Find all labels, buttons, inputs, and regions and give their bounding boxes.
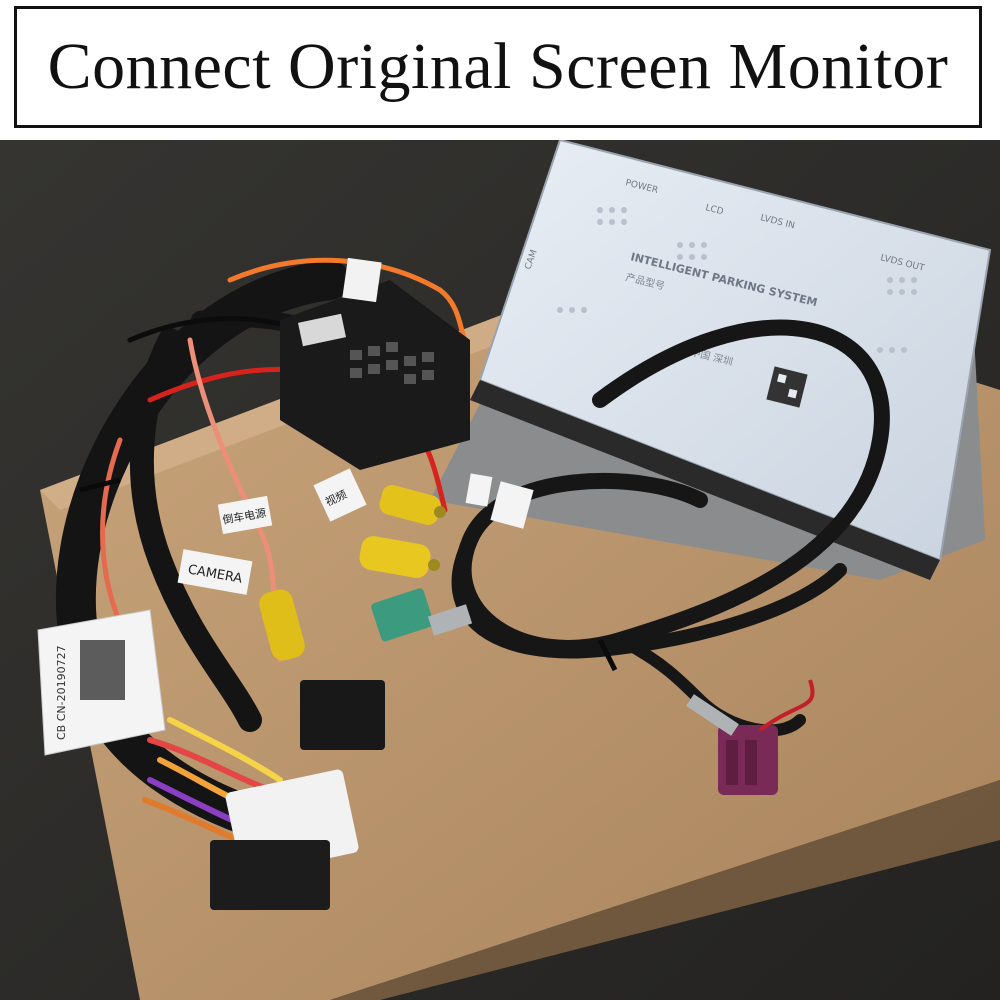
fakra-green-connector bbox=[371, 588, 473, 642]
zip-ties bbox=[79, 477, 618, 672]
multipin-connector bbox=[280, 257, 470, 470]
rca-plugs bbox=[259, 484, 446, 661]
sticker-label: CB CN-20190727 bbox=[37, 609, 166, 756]
sticker-text: CB CN-20190727 bbox=[55, 645, 68, 740]
page-title: Connect Original Screen Monitor bbox=[47, 30, 949, 103]
lcd-label: LCD bbox=[704, 203, 724, 217]
qr-code bbox=[766, 366, 808, 408]
product-photo: POWER LCD LVDS IN LVDS OUT CAM INTELLIGE… bbox=[0, 140, 1000, 1000]
title-box: Connect Original Screen Monitor bbox=[14, 6, 982, 128]
cable-tags: CAMERA 倒车电源 视频 bbox=[177, 468, 534, 595]
interface-module: POWER LCD LVDS IN LVDS OUT CAM INTELLIGE… bbox=[470, 140, 992, 580]
black-block-connector bbox=[300, 680, 385, 750]
fakra-purple-connector bbox=[686, 679, 815, 795]
